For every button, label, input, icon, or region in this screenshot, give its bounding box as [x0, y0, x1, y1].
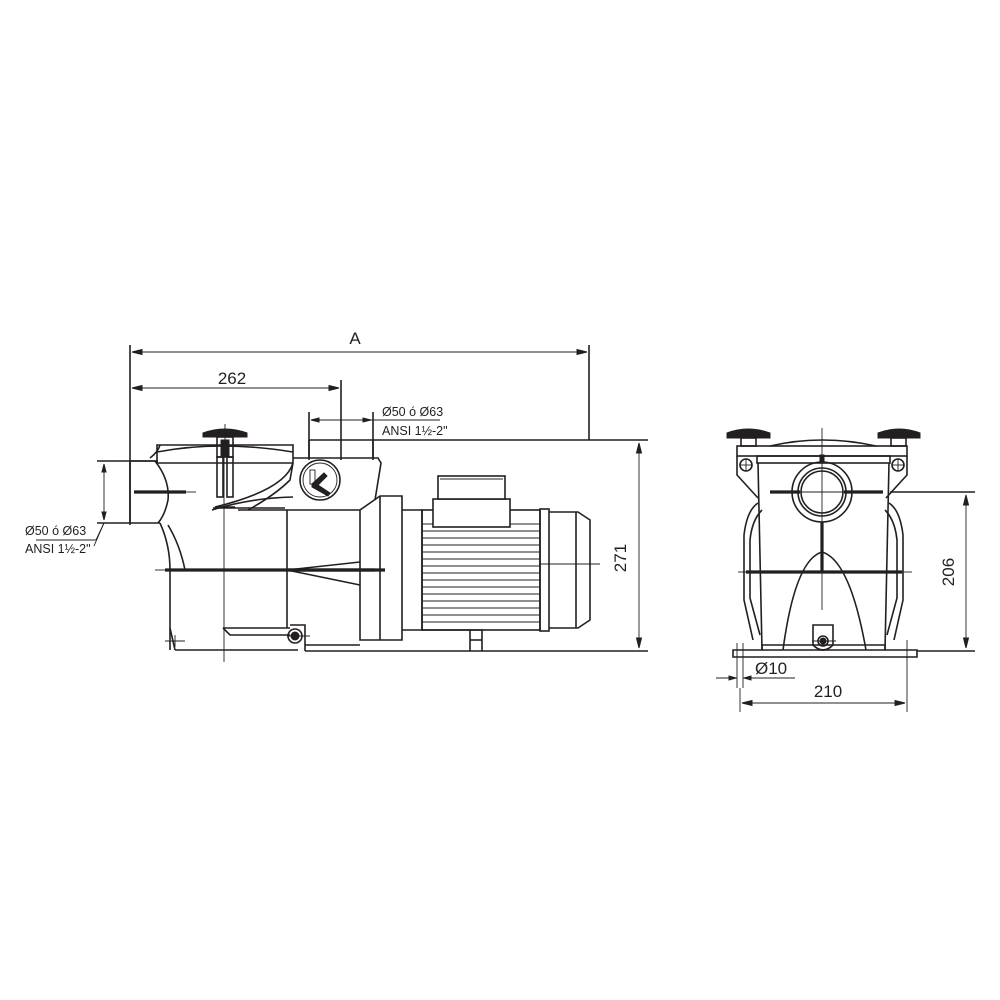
dimension-206-label: 206 [939, 558, 958, 586]
dimension-262-label: 262 [218, 369, 246, 388]
inlet-spigot [129, 460, 196, 524]
right-lid-knob [877, 428, 921, 439]
dimension-206: 206 [890, 491, 975, 652]
side-view: A 262 Ø50 ó Ø63 ANSI 1½-2" [25, 329, 648, 662]
pump-housing [213, 440, 403, 651]
dimension-outlet-diameter: Ø50 ó Ø63 ANSI 1½-2" [308, 405, 448, 460]
outlet-label-line2: ANSI 1½-2" [382, 424, 448, 438]
left-lid-knob [726, 428, 771, 439]
motor [402, 475, 600, 651]
dimension-a-label: A [349, 329, 361, 348]
outlet-label-line1: Ø50 ó Ø63 [382, 405, 443, 419]
strainer-lid [149, 424, 294, 498]
dimension-271-label: 271 [611, 544, 630, 572]
dimension-a: A [129, 329, 590, 525]
dimension-262: 262 [131, 369, 342, 460]
dimension-210: 210 [739, 640, 908, 712]
dimension-bolt-hole-label: Ø10 [755, 659, 787, 678]
inlet-label-line1: Ø50 ó Ø63 [25, 524, 86, 538]
cooling-fins [422, 523, 540, 623]
dimension-210-label: 210 [814, 682, 842, 701]
front-view: 206 Ø10 210 [716, 428, 975, 712]
inlet-label-line2: ANSI 1½-2" [25, 542, 91, 556]
dimension-bolt-hole: Ø10 [716, 643, 795, 688]
strainer-body [155, 455, 385, 662]
dimension-271: 271 [305, 439, 648, 652]
dimension-inlet-diameter: Ø50 ó Ø63 ANSI 1½-2" [25, 460, 160, 556]
